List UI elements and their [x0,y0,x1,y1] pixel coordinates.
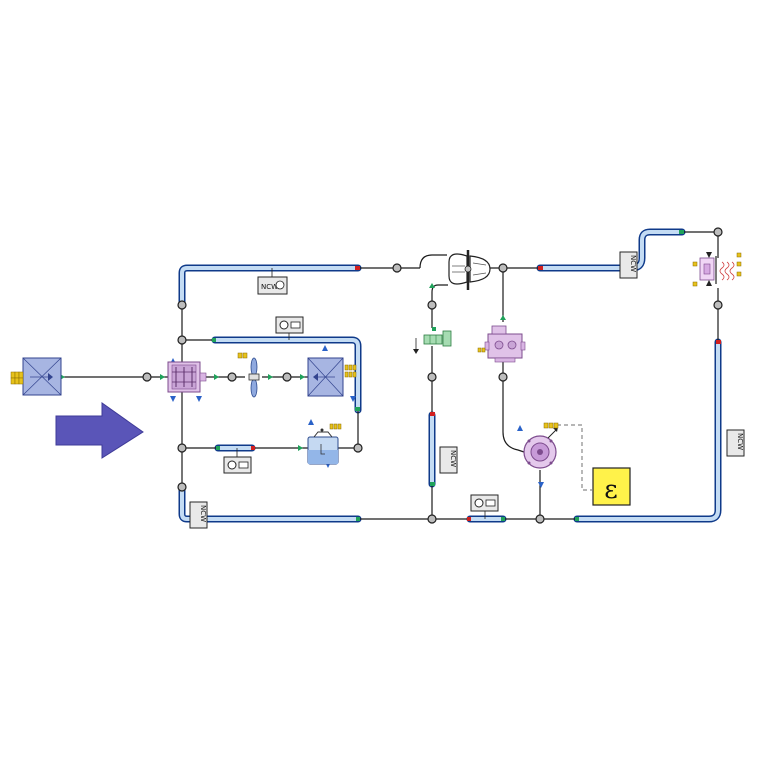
epsilon-symbol-icon[interactable]: ε [592,467,631,506]
mode-indicators-heater [692,252,742,287]
mode-indicators-tank [329,423,342,430]
sensor-gauge-icon[interactable] [275,316,304,340]
sensor-gauge-icon[interactable] [470,494,499,519]
mode-indicators-fan [237,352,248,359]
pipe-label-text: NCW [449,450,457,467]
port-markers [60,230,721,521]
pipe-label-box[interactable]: NCW [726,429,745,457]
pipe-network [178,228,722,523]
heater-icon[interactable] [699,252,735,286]
pipe-label-box[interactable]: NCW [189,501,208,529]
flow-indicators [41,329,544,488]
mode-indicators-left [10,371,24,385]
accumulator-tank-icon[interactable] [307,428,339,465]
mode-indicators-motor [543,422,559,429]
pipe-label-text: NCW [736,433,744,450]
pipe-label-text: NCW [261,283,278,291]
sensor-gauge-icon[interactable] [223,448,252,474]
mode-indicators-condenser [344,364,357,378]
heat-exchanger-icon[interactable] [22,357,62,396]
pipe-label-box[interactable]: NCW [619,251,638,279]
pipe-label-box[interactable]: NCW [257,268,288,295]
fan-icon[interactable] [248,357,260,398]
pipe-label-text: NCW [199,505,207,522]
pipe-label-text: NCW [629,255,637,272]
mode-indicators-pump [477,347,486,353]
pipe-label-box[interactable]: NCW [439,446,458,474]
epsilon-label: ε [604,475,617,505]
motor-icon[interactable] [523,427,558,469]
flow-direction-arrow-icon [55,402,144,459]
condenser-icon[interactable] [307,357,344,397]
pump-manifold-icon[interactable] [167,361,207,393]
junction-nodes [142,227,723,524]
valve-icon[interactable] [413,327,452,354]
hydraulic-pump-icon[interactable] [484,325,526,363]
compressor-turbine-icon[interactable] [448,250,491,290]
